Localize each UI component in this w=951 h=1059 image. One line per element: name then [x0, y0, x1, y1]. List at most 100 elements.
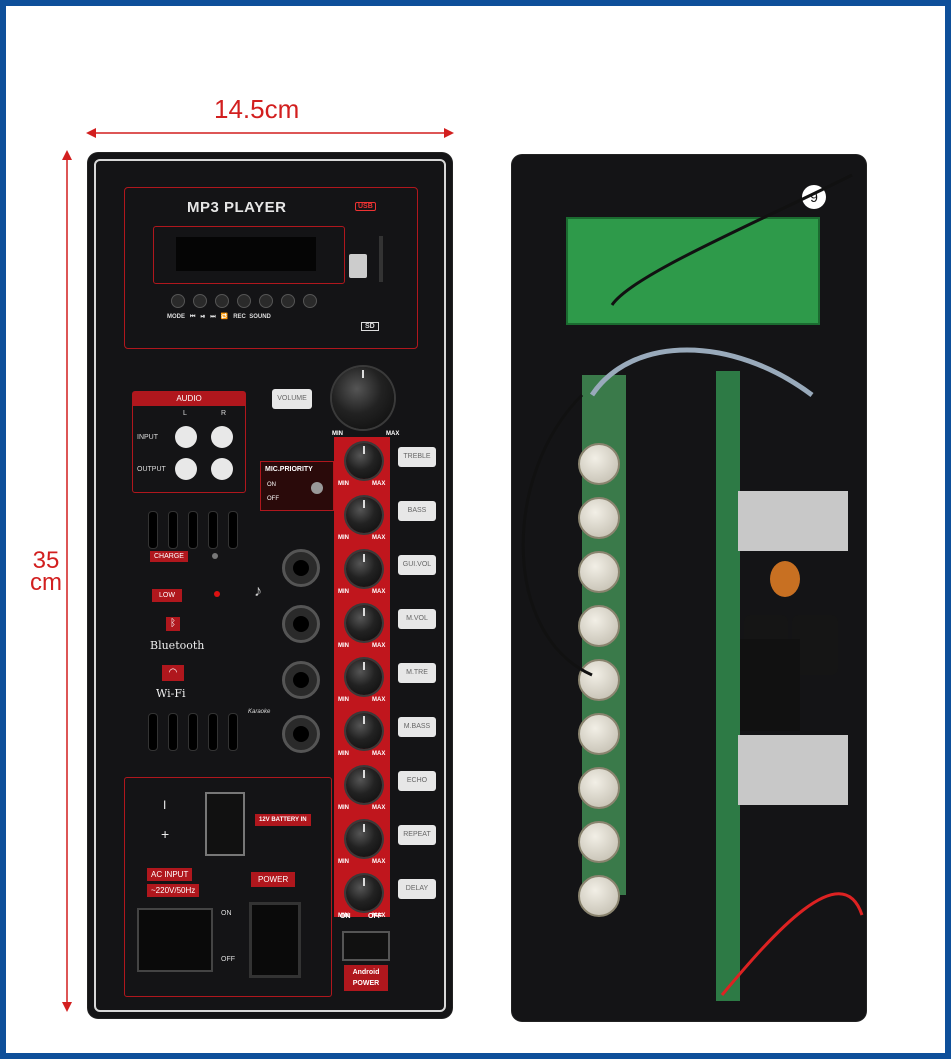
output-right-rca[interactable]	[211, 458, 233, 480]
volume-knob[interactable]	[332, 367, 394, 429]
back-panel: 9	[512, 155, 866, 1021]
eq-knob-max-label: MAX	[372, 589, 386, 595]
height-arrow-top	[62, 150, 72, 160]
eq-label-2: BASS	[398, 501, 436, 521]
height-label: 35 cm	[28, 547, 64, 596]
transport-buttons	[163, 294, 323, 308]
back-potentiometer-9	[578, 875, 620, 917]
usb-badge: USB	[355, 202, 376, 211]
bluetooth-icon: ᛒ	[166, 617, 180, 631]
vent-slot-1	[148, 511, 158, 549]
power-on-label: ON	[221, 910, 232, 917]
eq-knob-5[interactable]	[346, 659, 382, 695]
eq-knob-2[interactable]	[346, 497, 382, 533]
charge-led	[212, 553, 218, 559]
eq-knob-3[interactable]	[346, 551, 382, 587]
battery-terminal[interactable]	[205, 792, 245, 856]
eq-knob-1[interactable]	[346, 443, 382, 479]
output-left-rca[interactable]	[175, 458, 197, 480]
back-potentiometer-4	[578, 605, 620, 647]
usb-port[interactable]	[349, 254, 367, 278]
power-rocker-switch[interactable]	[249, 902, 301, 978]
eq-label-7: ECHO	[398, 771, 436, 791]
vent-slot-2	[168, 511, 178, 549]
eq-knob-min-label: MIN	[338, 913, 349, 919]
eq-knob-max-label: MAX	[372, 643, 386, 649]
eq-knob-min-label: MIN	[338, 481, 349, 487]
guitar-jack-2[interactable]	[282, 605, 320, 643]
android-power-line1: Android	[352, 969, 380, 976]
rec-button[interactable]	[281, 294, 295, 308]
bluetooth-label: Bluetooth	[150, 639, 205, 652]
mode-button[interactable]	[171, 294, 185, 308]
play-pause-button[interactable]	[215, 294, 229, 308]
width-arrow-left	[86, 128, 96, 138]
ribbon-cable	[589, 347, 814, 398]
photo-canvas: 14.5cm 35 cm MP3 PLAYER USB	[6, 6, 945, 1053]
mp3-title: MP3 PLAYER	[187, 199, 287, 216]
eq-knob-min-label: MIN	[338, 697, 349, 703]
eq-knob-max-label: MAX	[372, 697, 386, 703]
transport-labels: MODE ⏮ ⏯ ⏭ 🔁 REC SOUND	[167, 313, 271, 321]
vent-slot-7	[168, 713, 178, 751]
dimension-lines	[62, 128, 454, 1012]
ac-input-label: AC INPUT	[147, 868, 193, 881]
eq-knob-max-label: MAX	[372, 859, 386, 865]
eq-knob-4[interactable]	[346, 605, 382, 641]
eq-knob-min-label: MIN	[338, 535, 349, 541]
rec-label: REC	[233, 314, 246, 320]
input-right-rca[interactable]	[211, 426, 233, 448]
eq-knob-min-label: MIN	[338, 751, 349, 757]
cable-red	[720, 892, 864, 996]
audio-input-label: INPUT	[137, 434, 158, 441]
eq-knob-min-label: MIN	[338, 859, 349, 865]
previous-button[interactable]	[193, 294, 207, 308]
vent-slot-9	[208, 713, 218, 751]
ac-socket[interactable]	[137, 908, 213, 972]
eq-label-1: TREBLE	[398, 447, 436, 467]
vent-slot-6	[148, 713, 158, 751]
eq-label-6: M.BASS	[398, 717, 436, 737]
sound-button[interactable]	[303, 294, 317, 308]
height-label-number: 35	[32, 547, 60, 574]
input-left-rca[interactable]	[175, 426, 197, 448]
android-power-line2: POWER	[352, 980, 380, 987]
back-potentiometer-5	[578, 659, 620, 701]
cable-black-1	[610, 173, 853, 306]
mic-jack-1[interactable]	[282, 661, 320, 699]
mic-priority-switch[interactable]	[311, 482, 323, 494]
karaoke-label: Karaoke	[248, 709, 271, 715]
next-button[interactable]	[237, 294, 251, 308]
power-label: POWER	[251, 872, 296, 887]
eq-knob-9[interactable]	[346, 875, 382, 911]
power-block: I + 12V BATTERY IN AC INPUT ~220V/50Hz P…	[124, 777, 332, 997]
audio-right-label: R	[221, 410, 227, 417]
eq-knob-max-label: MAX	[372, 751, 386, 757]
wifi-icon: ◠	[162, 665, 184, 681]
mic-priority-block: MIC.PRIORITY ON OFF	[260, 461, 334, 511]
android-rocker-switch[interactable]	[342, 931, 390, 961]
eq-knob-max-label: MAX	[372, 481, 386, 487]
eq-knob-8[interactable]	[346, 821, 382, 857]
eq-knob-7[interactable]	[346, 767, 382, 803]
heatsink-top	[738, 491, 848, 551]
mode-label: MODE	[167, 314, 185, 320]
sd-badge: SD	[361, 322, 379, 331]
repeat-button[interactable]	[259, 294, 273, 308]
front-panel: MP3 PLAYER USB MODE ⏮ ⏯ ⏭	[88, 153, 452, 1018]
eq-knob-6[interactable]	[346, 713, 382, 749]
sd-card-slot[interactable]	[379, 236, 383, 282]
guitar-jack-1[interactable]	[282, 549, 320, 587]
mic-priority-title: MIC.PRIORITY	[265, 466, 313, 473]
ac-spec-label: ~220V/50Hz	[147, 884, 200, 897]
eq-knob-min-label: MIN	[338, 589, 349, 595]
vent-slot-4	[208, 511, 218, 549]
back-potentiometer-1	[578, 443, 620, 485]
mic-jack-2[interactable]	[282, 715, 320, 753]
battery-in-label: 12V BATTERY IN	[255, 814, 311, 826]
height-label-unit: cm	[30, 569, 62, 596]
front-panel-border	[94, 159, 446, 1012]
sound-label: SOUND	[249, 314, 271, 320]
android-power-label: Android POWER	[344, 965, 388, 991]
eq-knob-max-label: MAX	[372, 805, 386, 811]
